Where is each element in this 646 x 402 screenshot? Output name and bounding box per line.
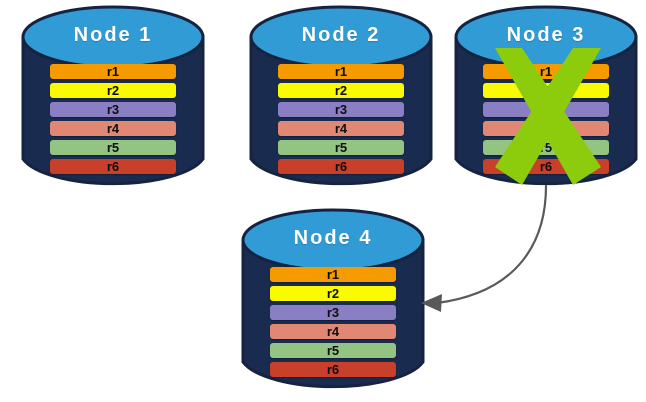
row-bar-r1[interactable]: r1 [483,64,609,79]
node-cylinder-1[interactable]: Node 1 r1 r2 r3 r4 r5 r6 [20,4,206,192]
row-bar-r1[interactable]: r1 [50,64,176,79]
row-bar-r5[interactable]: r5 [270,343,396,358]
row-bar-r4[interactable]: r4 [483,121,609,136]
row-bar-r4[interactable]: r4 [50,121,176,136]
row-bar-r2[interactable]: r2 [50,83,176,98]
row-bar-r1[interactable]: r1 [270,267,396,282]
node-cylinder-4[interactable]: Node 4 r1 r2 r3 r4 r5 r6 [240,207,426,395]
row-bar-r6[interactable]: r6 [50,159,176,174]
row-bar-r6[interactable]: r6 [483,159,609,174]
row-bar-r3[interactable]: r3 [483,102,609,117]
node-cylinder-3[interactable]: Node 3 r1 r2 r3 r4 r5 r6 [453,4,639,192]
row-stack-3: r1 r2 r3 r4 r5 r6 [483,64,609,174]
row-bar-r1[interactable]: r1 [278,64,404,79]
row-bar-r2[interactable]: r2 [483,83,609,98]
row-bar-r6[interactable]: r6 [270,362,396,377]
row-bar-r3[interactable]: r3 [50,102,176,117]
row-bar-r2[interactable]: r2 [270,286,396,301]
row-bar-r6[interactable]: r6 [278,159,404,174]
row-bar-r5[interactable]: r5 [278,140,404,155]
row-stack-2: r1 r2 r3 r4 r5 r6 [278,64,404,174]
row-bar-r5[interactable]: r5 [483,140,609,155]
row-bar-r3[interactable]: r3 [278,102,404,117]
row-stack-4: r1 r2 r3 r4 r5 r6 [270,267,396,377]
row-bar-r4[interactable]: r4 [278,121,404,136]
row-bar-r4[interactable]: r4 [270,324,396,339]
row-stack-1: r1 r2 r3 r4 r5 r6 [50,64,176,174]
node-cylinder-2[interactable]: Node 2 r1 r2 r3 r4 r5 r6 [248,4,434,192]
row-bar-r2[interactable]: r2 [278,83,404,98]
row-bar-r3[interactable]: r3 [270,305,396,320]
row-bar-r5[interactable]: r5 [50,140,176,155]
